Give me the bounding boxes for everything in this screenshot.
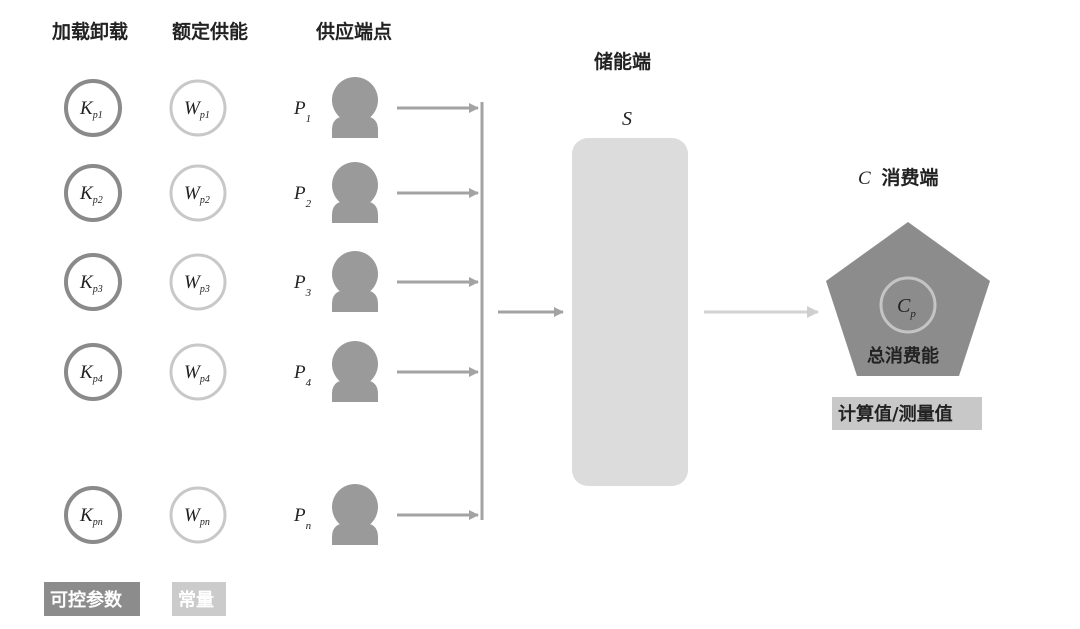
- w-circle: [169, 486, 227, 544]
- supplier-body-icon: [332, 380, 378, 402]
- supplier-head-icon: [332, 162, 378, 208]
- consumer-pentagon: [826, 222, 990, 376]
- k-circle: [64, 486, 122, 544]
- consumer-inner-circle: [879, 276, 937, 334]
- header-storage: 储能端: [594, 50, 651, 73]
- k-main: K: [79, 183, 94, 204]
- supplier-head-icon: [332, 484, 378, 530]
- w-circle: [169, 164, 227, 222]
- consumer-inner-main: C: [897, 295, 911, 317]
- calc-measure-label: 计算值/测量值: [838, 403, 953, 425]
- header-rated-supply: 额定供能: [172, 20, 248, 43]
- p-sub: 3: [305, 287, 312, 299]
- k-label: Kpn: [79, 505, 103, 528]
- k-main: K: [79, 505, 94, 526]
- w-circle: [169, 253, 227, 311]
- k-main: K: [79, 362, 94, 383]
- legend-constant-box: [172, 582, 226, 616]
- supplier-head-icon: [332, 341, 378, 387]
- w-main: W: [184, 183, 202, 204]
- k-label: Kp3: [79, 272, 103, 295]
- w-main: W: [184, 272, 202, 293]
- legend-constant-label: 常量: [178, 589, 214, 611]
- k-sub: p3: [92, 284, 103, 295]
- header-load-unload: 加载卸载: [51, 20, 128, 43]
- w-label: Wp3: [184, 272, 210, 295]
- supplier-body-icon: [332, 523, 378, 545]
- k-circle: [64, 343, 122, 401]
- consumer-inner-sub: p: [909, 308, 916, 320]
- w-sub: p4: [199, 374, 210, 385]
- supplier-body-icon: [332, 201, 378, 223]
- k-label: Kp4: [79, 362, 103, 385]
- k-main: K: [79, 272, 94, 293]
- storage-symbol: S: [622, 108, 632, 130]
- supplier-body-icon: [332, 290, 378, 312]
- header-supply-endpoint: 供应端点: [315, 20, 392, 43]
- k-main: K: [79, 98, 94, 119]
- consumer-header: C 消费端: [858, 166, 938, 189]
- p-label: P1: [293, 98, 311, 125]
- p-sub: 2: [306, 198, 312, 210]
- legend-controllable-label: 可控参数: [50, 589, 123, 611]
- p-main: P: [293, 505, 306, 526]
- total-consumption-label: 总消费能: [867, 345, 939, 367]
- k-circle: [64, 164, 122, 222]
- w-sub: p3: [199, 284, 210, 295]
- w-label: Wpn: [184, 505, 210, 528]
- w-circle: [169, 343, 227, 401]
- consumer-symbol: C: [858, 168, 871, 189]
- p-label: P2: [293, 183, 312, 210]
- k-sub: pn: [92, 517, 103, 528]
- w-sub: p2: [199, 195, 210, 206]
- k-sub: p2: [92, 195, 103, 206]
- w-main: W: [184, 362, 202, 383]
- p-sub: 4: [306, 377, 312, 389]
- w-main: W: [184, 505, 202, 526]
- consumer-header-label: 消费端: [881, 166, 938, 189]
- w-label: Wp2: [184, 183, 210, 206]
- supplier-head-icon: [332, 77, 378, 123]
- w-circle: [169, 79, 227, 137]
- p-main: P: [293, 183, 306, 204]
- storage-box: [572, 138, 688, 486]
- k-label: Kp2: [79, 183, 103, 206]
- p-main: P: [293, 362, 306, 383]
- calc-measure-box: [832, 397, 982, 430]
- supplier-head-icon: [332, 251, 378, 297]
- k-circle: [64, 79, 122, 137]
- k-sub: p4: [92, 374, 103, 385]
- w-label: Wp1: [184, 98, 210, 121]
- w-label: Wp4: [184, 362, 210, 385]
- k-label: Kp1: [79, 98, 103, 121]
- w-main: W: [184, 98, 202, 119]
- k-circle: [64, 253, 122, 311]
- p-sub: 1: [306, 113, 312, 125]
- consumer-inner-label: Cp: [897, 295, 916, 320]
- p-sub: n: [306, 520, 312, 532]
- p-label: P4: [293, 362, 312, 389]
- legend-controllable-box: [44, 582, 140, 616]
- p-label: P3: [293, 272, 312, 299]
- supplier-body-icon: [332, 116, 378, 138]
- p-label: Pn: [293, 505, 312, 532]
- k-sub: p1: [92, 110, 103, 121]
- p-main: P: [293, 98, 306, 119]
- w-sub: pn: [199, 517, 210, 528]
- w-sub: p1: [199, 110, 210, 121]
- p-main: P: [293, 272, 306, 293]
